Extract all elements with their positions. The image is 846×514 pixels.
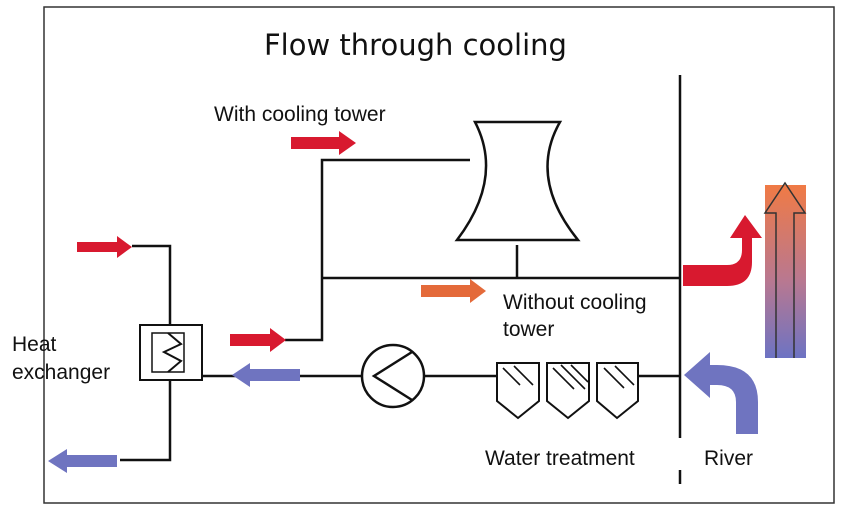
label-with-cooling-tower: With cooling tower (214, 103, 386, 126)
piping (120, 75, 682, 484)
diagram-frame (43, 6, 835, 504)
label-water-treatment: Water treatment (485, 447, 635, 470)
arrow-warm-without-tower (421, 279, 486, 303)
filter-icon (496, 362, 639, 420)
arrow-hot-left (77, 236, 132, 258)
arrow-hot-tower (291, 131, 356, 155)
arrow-cold-return (232, 363, 300, 387)
arrow-river-intake (684, 352, 758, 434)
temperature-gradient-arrow (765, 185, 806, 358)
filter-hatching (502, 364, 635, 390)
label-heat-exchanger-line1: Heat (12, 333, 57, 356)
pump-icon (360, 343, 426, 409)
label-without-cooling-line2: tower (503, 318, 555, 341)
arrow-hot-discharge (683, 215, 762, 286)
arrow-cold-outlet (48, 449, 117, 473)
label-heat-exchanger-line2: exchanger (12, 361, 111, 384)
temperature-gradient-arrow-outline (763, 181, 807, 358)
heat-exchanger-icon (139, 324, 203, 381)
label-river: River (704, 447, 754, 470)
cooling-tower-icon (454, 120, 581, 242)
arrow-hot-exchanger (230, 328, 286, 352)
diagram-title: Flow through cooling (264, 28, 567, 62)
label-without-cooling-line1: Without cooling (503, 291, 647, 314)
